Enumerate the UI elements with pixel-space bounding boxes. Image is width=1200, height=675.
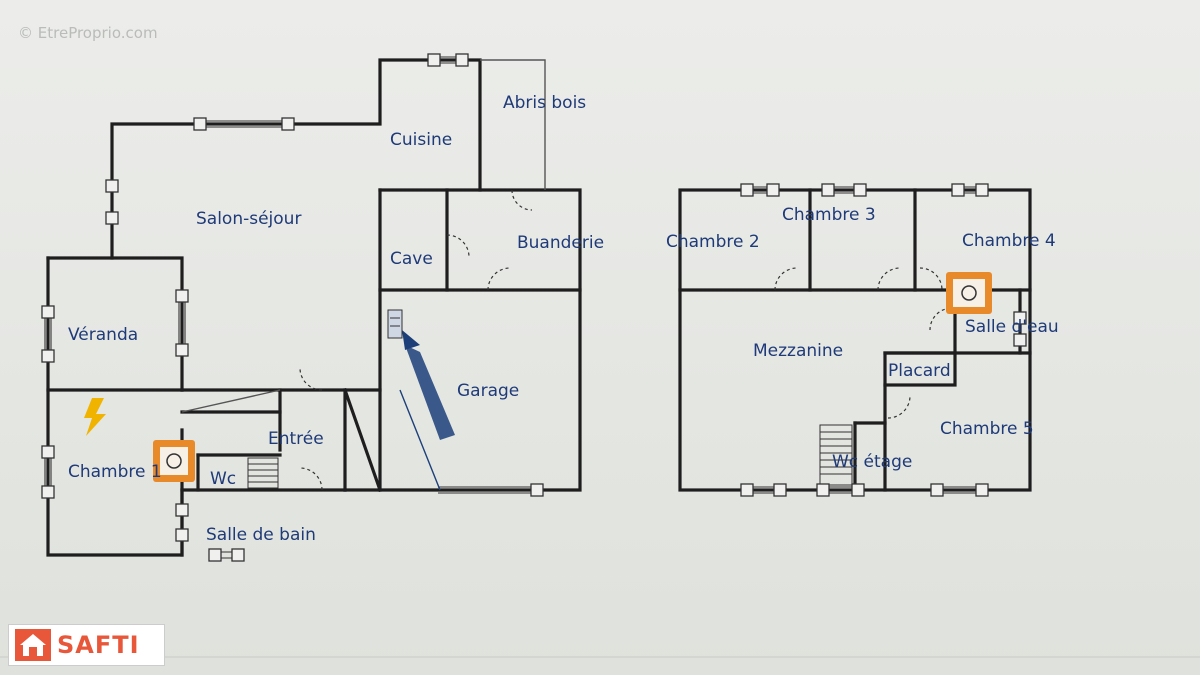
room-garage: Garage — [457, 381, 519, 401]
room-chambre-2: Chambre 2 — [666, 232, 760, 252]
room-entree: Entrée — [268, 429, 324, 449]
room-veranda: Véranda — [68, 325, 138, 345]
room-abris-bois: Abris bois — [503, 93, 586, 113]
arrow-icon — [399, 330, 455, 491]
ground-floor-plan: Abris bois Cuisine Salon-séjour Cave Bua… — [41, 53, 604, 562]
room-chambre-5: Chambre 5 — [940, 419, 1034, 439]
room-chambre-1: Chambre 1 — [68, 462, 162, 482]
meter-icon — [387, 309, 403, 339]
boiler-icon — [153, 440, 195, 482]
room-salle-d-eau: Salle d'eau — [965, 317, 1059, 337]
boiler-icon — [946, 272, 992, 314]
room-cuisine: Cuisine — [390, 130, 452, 150]
house-logo-icon — [15, 629, 51, 661]
logo-text: SAFTI — [57, 631, 140, 659]
ground-stairs — [247, 457, 279, 489]
first-windows — [740, 183, 1027, 497]
room-wc-etage: Wc étage — [832, 452, 912, 472]
ground-windows — [41, 53, 544, 562]
room-placard: Placard — [888, 361, 951, 381]
watermark: © EtreProprio.com — [18, 24, 158, 42]
safti-logo: SAFTI — [8, 624, 165, 666]
first-floor-plan: Chambre 2 Chambre 3 Chambre 4 Mezzanine … — [666, 183, 1059, 497]
room-buanderie: Buanderie — [517, 233, 604, 253]
room-wc: Wc — [210, 469, 236, 489]
room-salon-sejour: Salon-séjour — [196, 209, 301, 229]
first-stairs — [819, 424, 853, 486]
room-chambre-4: Chambre 4 — [962, 231, 1056, 251]
room-salle-de-bain: Salle de bain — [206, 525, 316, 545]
room-chambre-3: Chambre 3 — [782, 205, 876, 225]
room-cave: Cave — [390, 249, 433, 269]
room-mezzanine: Mezzanine — [753, 341, 843, 361]
lightning-icon — [84, 398, 106, 436]
